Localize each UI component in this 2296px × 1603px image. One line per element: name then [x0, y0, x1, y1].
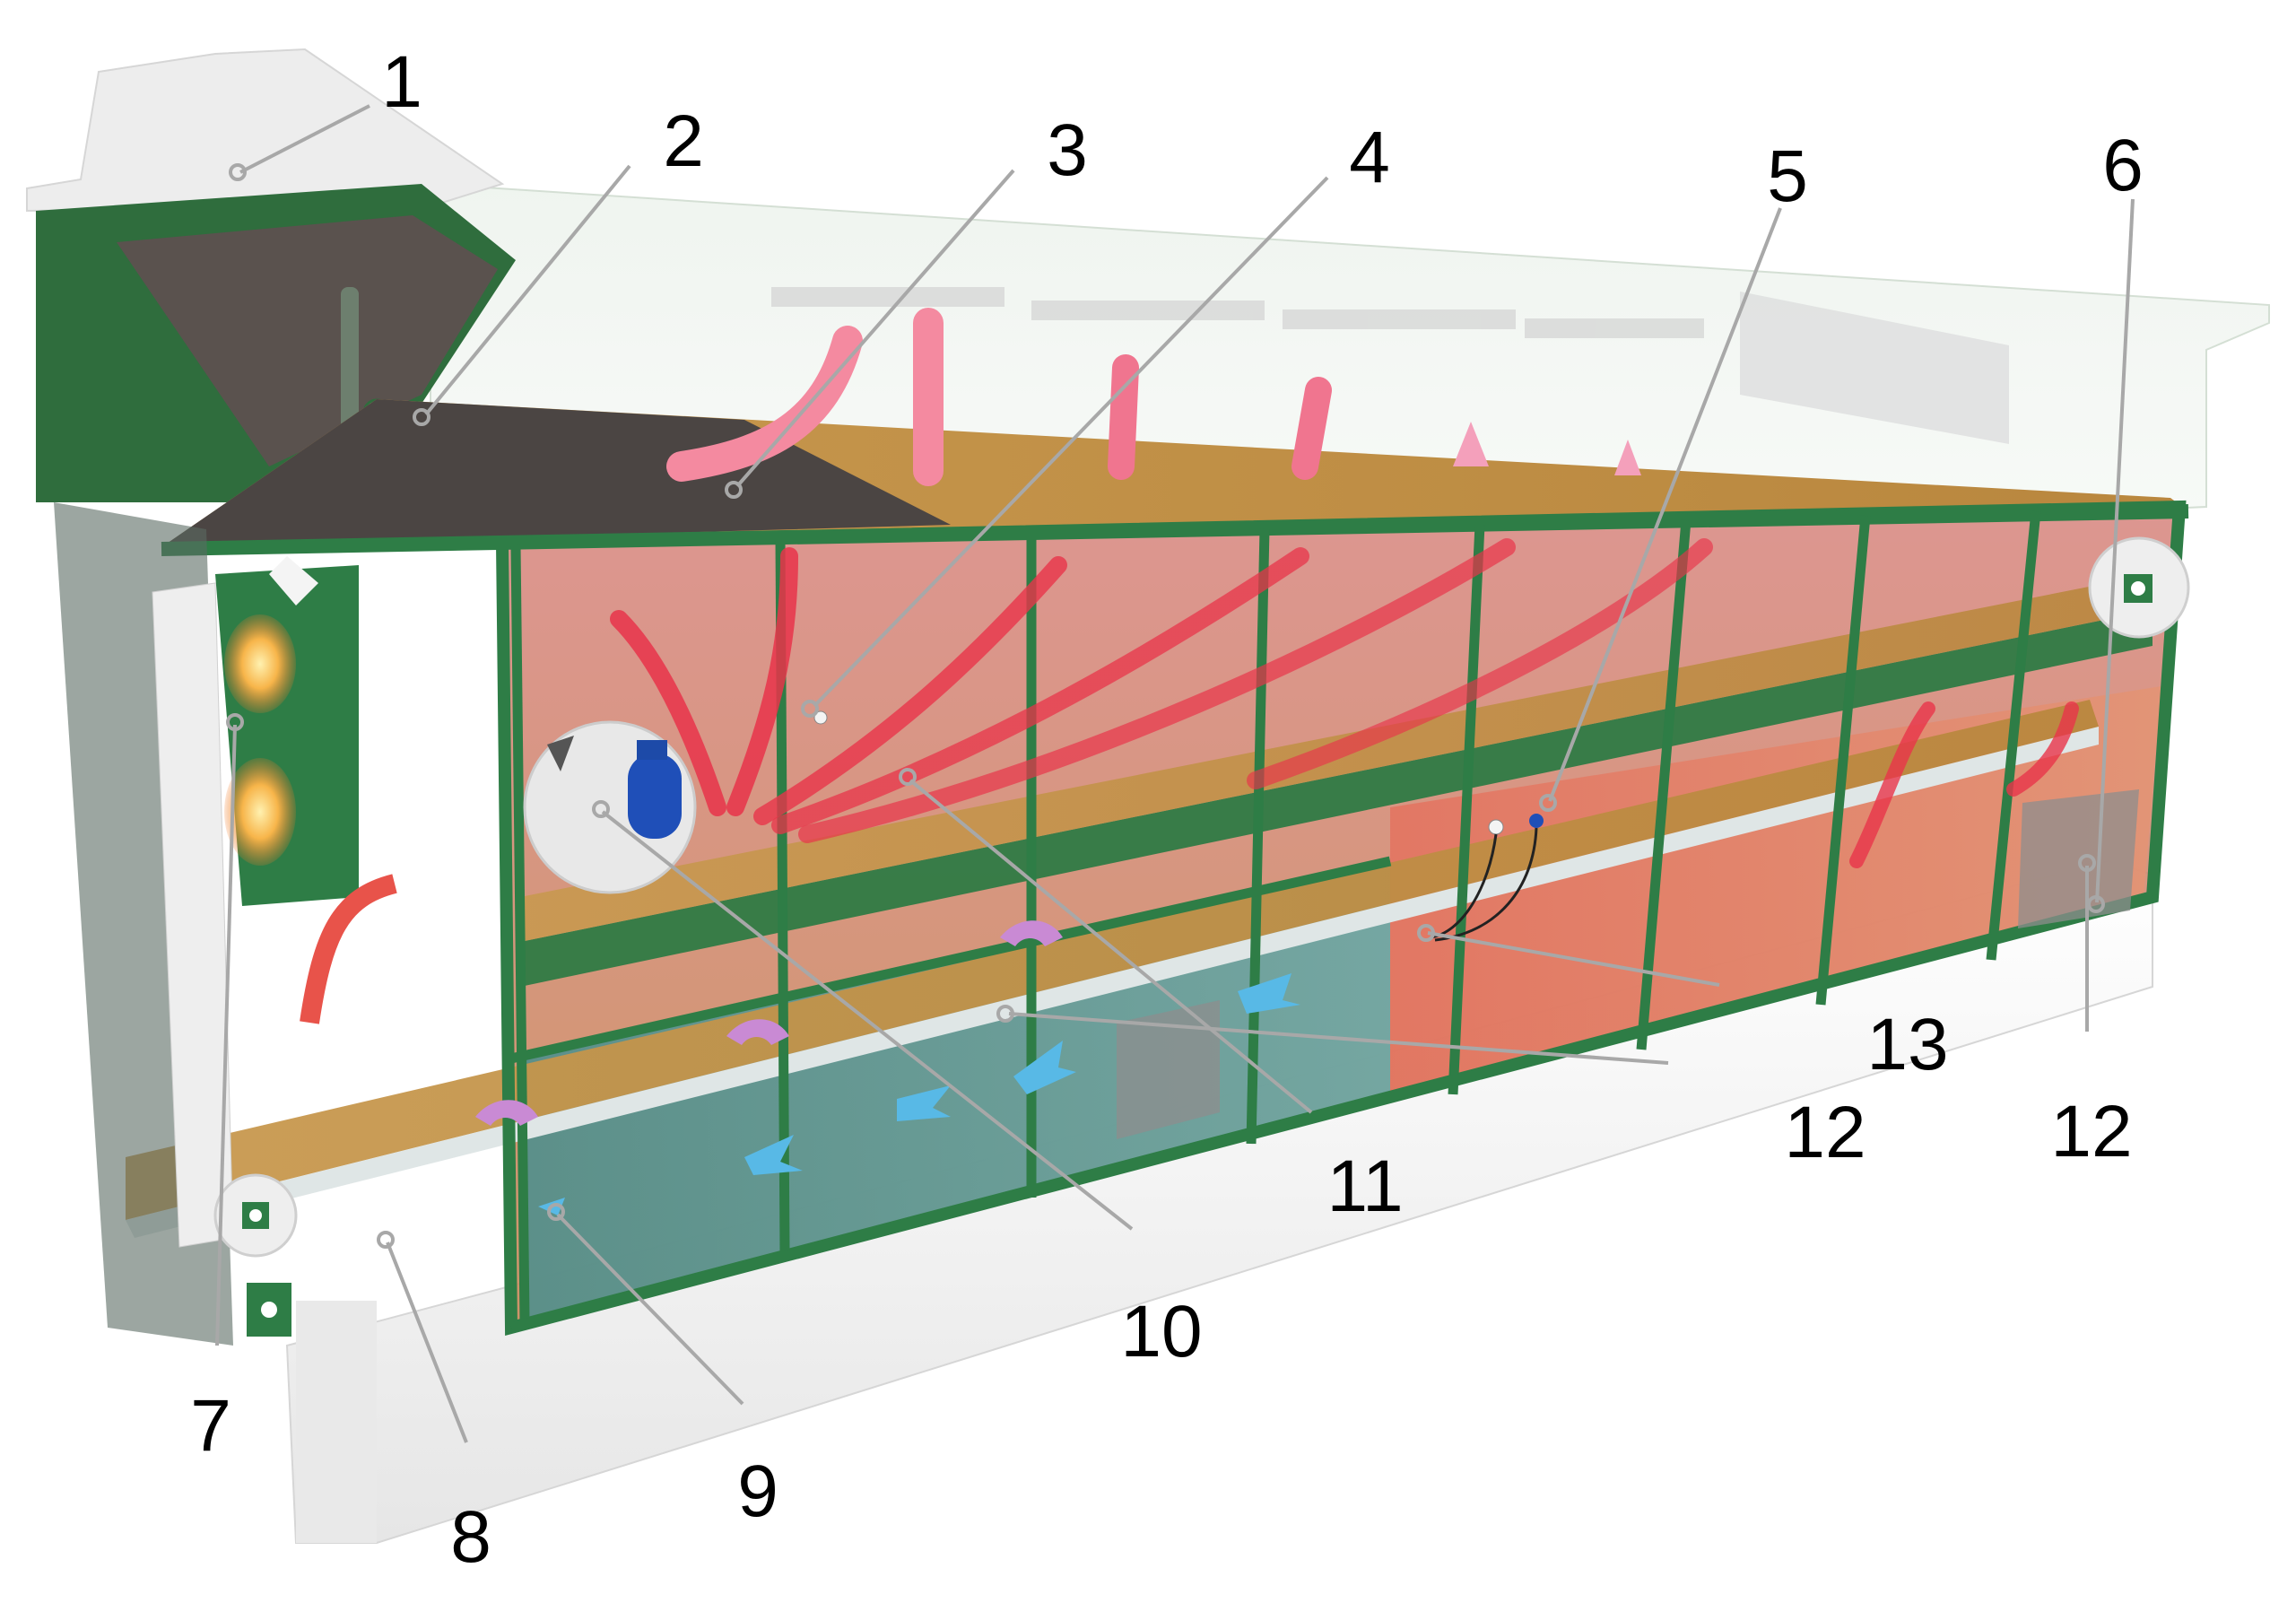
callout-marker-icon [725, 481, 743, 499]
leader-line [239, 104, 370, 174]
callout-2: 2 [663, 100, 704, 182]
callout-marker-icon [592, 800, 610, 818]
callout-marker-icon [229, 163, 247, 181]
leader-line [386, 1241, 468, 1443]
leader-line [1548, 207, 1782, 802]
temperature-sensors [813, 710, 1544, 942]
callout-marker-icon [377, 1231, 395, 1249]
leader-line [909, 779, 1313, 1114]
leader-line [813, 176, 1329, 708]
callout-4: 4 [1349, 117, 1390, 198]
inspection-hatches [1117, 789, 2139, 1139]
leader-line [1008, 1012, 1669, 1065]
callout-marker-icon [801, 700, 819, 718]
callout-13: 13 [1866, 1004, 1949, 1085]
leader-line [556, 1213, 744, 1406]
callout-marker-icon [413, 408, 430, 426]
exhaust-damper-panel [1740, 292, 2009, 444]
leader-line [424, 164, 631, 416]
callout-leader-lines [215, 104, 2135, 1443]
callout-9: 9 [737, 1451, 778, 1532]
motor-icon [628, 754, 682, 839]
heating-zone [1390, 686, 2161, 1103]
leader-line [215, 724, 237, 1346]
callout-1: 1 [381, 41, 422, 123]
callout-marker-icon [547, 1203, 565, 1221]
hot-air-flow [610, 308, 2079, 868]
callout-marker-icon [1417, 924, 1435, 942]
lower-belt-air-arrows [475, 920, 1063, 1126]
callout-5: 5 [1767, 135, 1808, 217]
callout-marker-icon [899, 768, 917, 786]
callout-12a: 12 [1784, 1092, 1866, 1173]
callout-marker-icon [2078, 854, 2096, 872]
burner-flame-icon [224, 758, 296, 866]
burner-flame-icon [224, 614, 296, 713]
callout-11: 11 [1326, 1146, 1404, 1227]
fan-with-motor [523, 720, 697, 894]
leader-line [735, 169, 1015, 488]
leader-line [1427, 931, 1720, 987]
burner-assembly [54, 502, 397, 1346]
callout-8: 8 [450, 1496, 491, 1578]
leader-line [2095, 198, 2135, 903]
callout-marker-icon [1539, 794, 1557, 812]
callout-6: 6 [2102, 125, 2144, 206]
callout-10: 10 [1120, 1291, 1203, 1372]
callout-12b: 12 [2050, 1091, 2133, 1172]
lower-belt-grain [126, 700, 2099, 1220]
callout-marker-icon [226, 713, 244, 731]
callout-7: 7 [190, 1385, 231, 1467]
leader-line [601, 810, 1134, 1231]
callout-3: 3 [1047, 109, 1088, 191]
callout-marker-icon [996, 1005, 1014, 1023]
pink-small-arrows [1453, 422, 1641, 475]
